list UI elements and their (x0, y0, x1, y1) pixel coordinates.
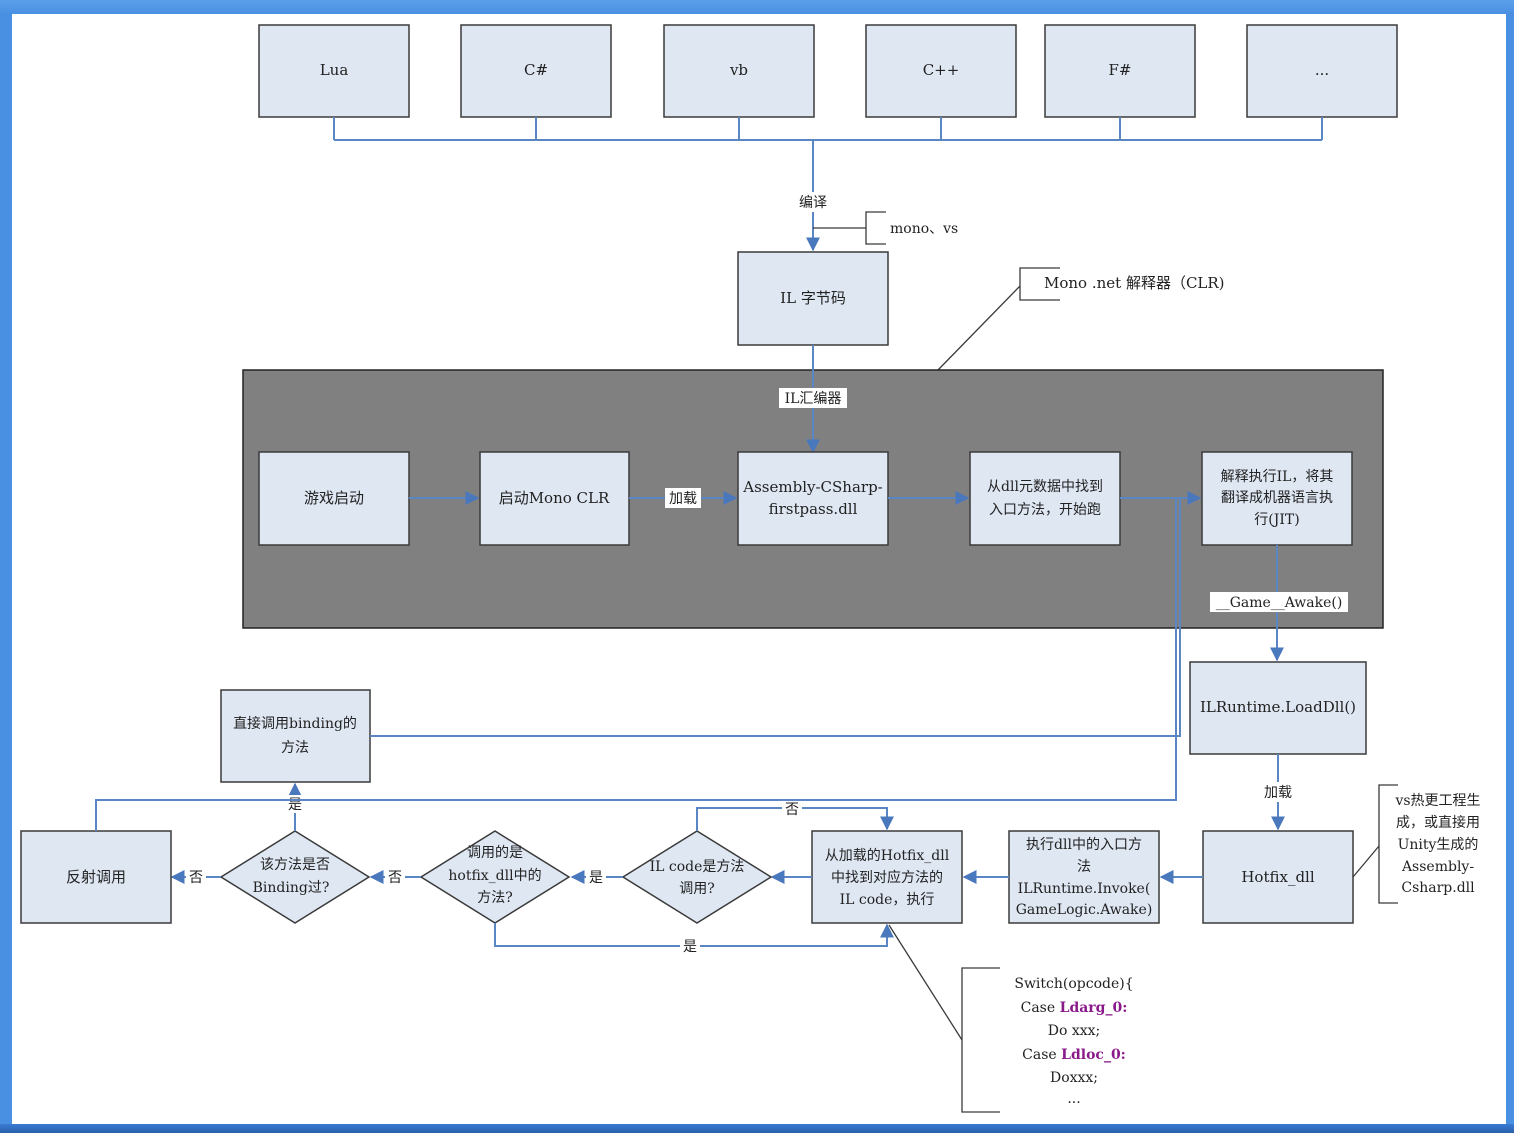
start-mono-label: 启动Mono CLR (499, 489, 610, 507)
no-label-ilcode: 否 (785, 802, 799, 818)
lang-box-lua (258, 24, 410, 118)
yes-label-hotfix: 是 (683, 939, 697, 955)
il-bytecode-label: IL 字节码 (780, 289, 846, 307)
lang-label-vb: vb (729, 61, 748, 79)
hotfix-note-bracket (1352, 784, 1398, 904)
binding-box (220, 689, 371, 783)
code-line-3: Do xxx; (1048, 1023, 1101, 1039)
assembly-label-1: Assembly-CSharp- (742, 478, 882, 496)
entry-label-2: 入口方法，开始跑 (989, 502, 1101, 518)
code-line-2: Case Ldarg_0: (1021, 1000, 1128, 1016)
binding-label-1: 直接调用binding的 (233, 715, 357, 732)
il-bytecode-box (737, 251, 889, 346)
language-bus (333, 117, 1323, 252)
hotfix-note-5: Csharp.dll (1401, 880, 1475, 896)
no-label-binding: 否 (189, 870, 203, 886)
jit-label-1: 解释执行IL，将其 (1221, 469, 1334, 485)
code-line-5: Doxxx; (1050, 1070, 1098, 1086)
code-line-6: ... (1067, 1091, 1080, 1107)
invoke-label-2: 法 (1077, 859, 1091, 875)
decision-ilcode (621, 830, 773, 924)
decision-hotfix-2: hotfix_dll中的 (448, 868, 541, 884)
decision-binding-1: 该方法是否 (260, 857, 330, 873)
hotfix-note-1: vs热更工程生 (1394, 793, 1480, 809)
window-bottom-strip (0, 1124, 1514, 1133)
lang-box-more (1246, 24, 1398, 118)
find-label-1: 从加载的Hotfix_dll (825, 848, 950, 864)
code-opcode-1: Ldarg_0: (1060, 1000, 1128, 1016)
decision-hotfix-1: 调用的是 (467, 845, 523, 861)
assembly-label-2: firstpass.dll (769, 500, 858, 518)
ilruntime-load-label: ILRuntime.LoadDll() (1200, 698, 1356, 716)
hotfix-dll-label: Hotfix_dll (1241, 868, 1315, 886)
start-mono-box (479, 451, 630, 546)
lang-label-fsharp: F# (1109, 61, 1132, 79)
jit-box (1201, 451, 1353, 546)
invoke-label-4: GameLogic.Awake) (1016, 902, 1153, 918)
lang-label-cpp: C++ (923, 61, 960, 79)
game-start-label: 游戏启动 (304, 489, 364, 507)
reflection-label: 反射调用 (66, 868, 126, 886)
invoke-label-1: 执行dll中的入口方 (1026, 837, 1142, 853)
compiler-note-bracket (813, 211, 886, 245)
invoke-label-3: ILRuntime.Invoke( (1018, 881, 1151, 897)
code-case-1: Case (1021, 1000, 1060, 1016)
ilruntime-load-box (1189, 661, 1367, 755)
il-assembler-label: IL汇编器 (785, 391, 842, 407)
decision-ilcode-2: 调用? (679, 881, 715, 897)
assembly-box (737, 451, 889, 546)
jit-label-3: 行(JIT) (1254, 512, 1299, 528)
hotfix-note-3: Unity生成的 (1398, 837, 1479, 853)
lang-label-csharp: C# (524, 61, 548, 79)
window-top-strip (0, 0, 1514, 14)
code-opcode-2: Ldloc_0: (1061, 1047, 1126, 1063)
lang-label-lua: Lua (320, 61, 349, 79)
game-start-box (258, 451, 410, 546)
jit-label-2: 翻译成机器语言执 (1221, 490, 1333, 506)
entry-box (969, 451, 1121, 546)
reflection-box (20, 830, 172, 924)
compiler-note: mono、vs (890, 221, 958, 237)
lang-label-more: ... (1315, 61, 1329, 79)
decision-binding (219, 830, 371, 924)
find-label-2: 中找到对应方法的 (831, 869, 943, 886)
code-line-4: Case Ldloc_0: (1022, 1047, 1126, 1063)
clr-note-line (937, 267, 1060, 371)
find-method-box (811, 830, 963, 924)
game-awake-label: __Game__Awake() (1216, 595, 1343, 611)
decision-ilcode-1: IL code是方法 (650, 859, 745, 875)
code-note-bracket (961, 967, 1000, 1113)
find-label-3: IL code，执行 (840, 892, 935, 908)
compile-label: 编译 (799, 195, 827, 211)
load-label-2: 加载 (1264, 785, 1292, 801)
lang-box-fsharp (1044, 24, 1196, 118)
invoke-box (1008, 830, 1160, 924)
hotfix-note-4: Assembly- (1401, 859, 1474, 875)
language-boxes: Lua C# vb C++ F# ... (258, 24, 1398, 118)
code-case-2: Case (1022, 1047, 1061, 1063)
entry-label-1: 从dll元数据中找到 (987, 479, 1103, 495)
lang-box-cpp (865, 24, 1017, 118)
load-label: 加载 (669, 491, 697, 507)
binding-label-2: 方法 (281, 740, 309, 756)
lang-box-vb (663, 24, 815, 118)
yes-label-ilcode: 是 (589, 870, 603, 886)
clr-note: Mono .net 解释器（CLR) (1044, 274, 1225, 292)
decision-hotfix-3: 方法? (477, 890, 513, 906)
hotfix-dll-box (1202, 830, 1354, 924)
decision-binding-2: Binding过? (253, 880, 330, 896)
code-note-pointer (888, 924, 963, 1041)
code-line-1: Switch(opcode){ (1014, 976, 1133, 992)
hotfix-note-2: 成，或直接用 (1396, 814, 1480, 831)
no-label-hotfix: 否 (388, 870, 402, 886)
